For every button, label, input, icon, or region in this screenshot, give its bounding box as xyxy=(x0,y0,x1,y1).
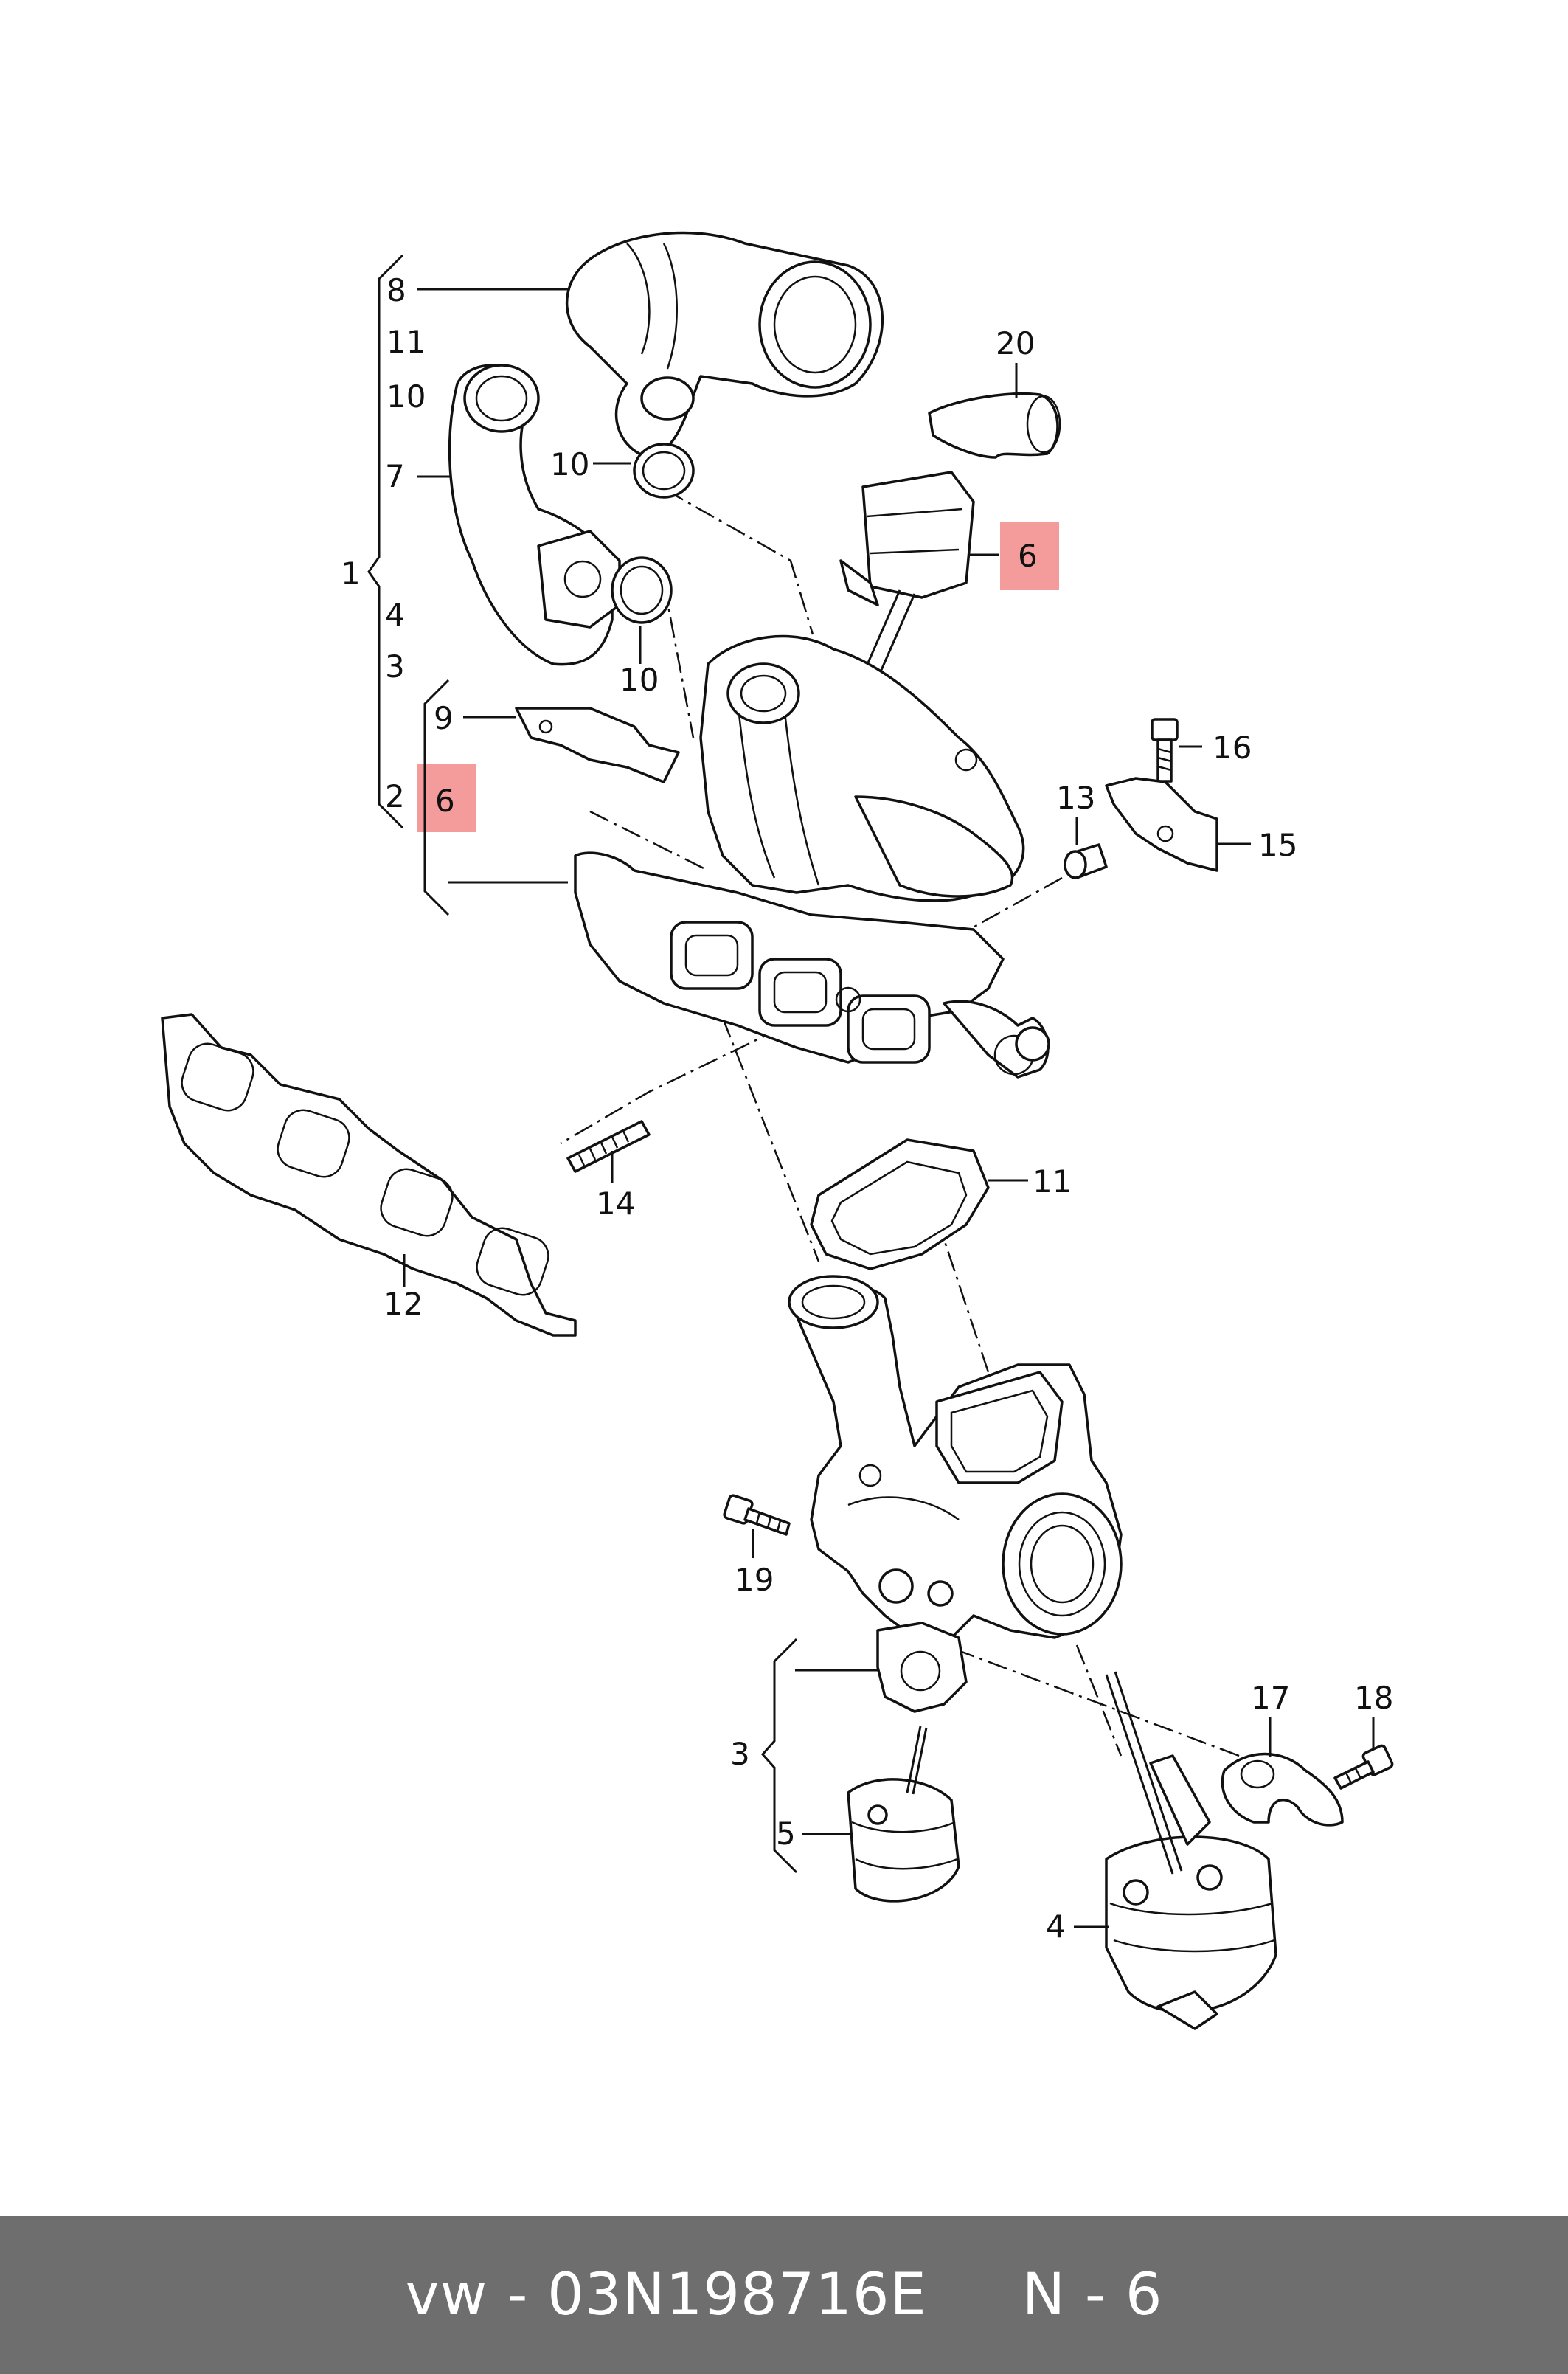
assembly-line xyxy=(721,1017,820,1262)
callout-18: 18 xyxy=(1354,1680,1393,1716)
part-20-hose xyxy=(928,392,1061,459)
callout-2: 2 xyxy=(385,778,405,814)
callout-11-upper: 11 xyxy=(386,324,426,360)
part-15-bracket xyxy=(1105,777,1218,872)
callout-10-lower: 10 xyxy=(620,662,659,698)
callout-8: 8 xyxy=(386,272,406,308)
part-4-actuator xyxy=(1105,1671,1277,2030)
turbocharger-body xyxy=(574,634,1050,1079)
part-14-stud xyxy=(566,1120,651,1173)
part-10-seal-ring-upper-inner xyxy=(642,451,686,491)
part-13-sleeve xyxy=(1064,843,1108,879)
part-6-upper-actuator xyxy=(839,471,975,716)
callout-10-upper: 10 xyxy=(550,446,589,482)
callout-4-lower: 4 xyxy=(1046,1908,1066,1945)
callout-17: 17 xyxy=(1251,1680,1290,1716)
callout-14: 14 xyxy=(596,1186,635,1222)
callout-15: 15 xyxy=(1258,827,1297,863)
callout-3-bracket: 3 xyxy=(385,648,405,685)
assembly-line xyxy=(1075,1644,1123,1757)
assembly-line xyxy=(634,471,814,635)
part-16-bolt xyxy=(1151,718,1179,783)
part-12-manifold-gasket xyxy=(161,1013,577,1337)
bracket-group-3 xyxy=(760,1638,798,1874)
part-11-gasket xyxy=(810,1138,990,1270)
part-5-actuator xyxy=(847,1726,960,1903)
part-3-gasket-plate xyxy=(876,1622,968,1713)
part-9-heat-shield xyxy=(515,707,680,783)
part-18-bolt xyxy=(1333,1744,1394,1790)
callout-11-lower: 11 xyxy=(1033,1163,1072,1200)
callout-3-lower: 3 xyxy=(730,1736,750,1772)
callout-4-bracket: 4 xyxy=(385,597,405,633)
assembly-line xyxy=(589,810,709,872)
callout-10-bracket: 10 xyxy=(386,378,426,415)
bracket-group-2 xyxy=(423,679,450,916)
part-19-bolt xyxy=(723,1494,791,1536)
footer-part-label: vw - 03N198716E N - 6 xyxy=(405,2262,1163,2328)
highlight-box-6-left xyxy=(417,764,476,832)
callout-1: 1 xyxy=(341,556,361,592)
highlight-box-6-right xyxy=(1000,522,1059,590)
callout-6-left: 6 xyxy=(435,783,455,819)
part-number-footer: vw - 03N198716E N - 6 xyxy=(0,2216,1568,2374)
exploded-parts-diagram: 8 11 10 7 1 4 3 9 2 6 10 10 20 6 16 13 1… xyxy=(161,231,1394,2030)
callout-13: 13 xyxy=(1056,780,1095,816)
part-10-seal-ring-lower-inner xyxy=(620,565,664,615)
callout-7: 7 xyxy=(385,458,405,494)
part-17-clamp xyxy=(1221,1752,1344,1827)
part-7-intake-pipe xyxy=(448,364,621,666)
turbine-housing xyxy=(788,1275,1123,1639)
callout-12: 12 xyxy=(384,1286,423,1322)
assembly-line xyxy=(662,582,695,738)
bracket-group-1 xyxy=(367,254,404,829)
callout-9: 9 xyxy=(434,700,454,736)
callout-19: 19 xyxy=(735,1562,774,1598)
callout-16: 16 xyxy=(1213,730,1252,766)
callout-6-right: 6 xyxy=(1018,538,1038,574)
callout-5: 5 xyxy=(776,1816,796,1852)
part-8-outlet-pipe xyxy=(566,231,884,459)
callout-20: 20 xyxy=(996,325,1035,361)
